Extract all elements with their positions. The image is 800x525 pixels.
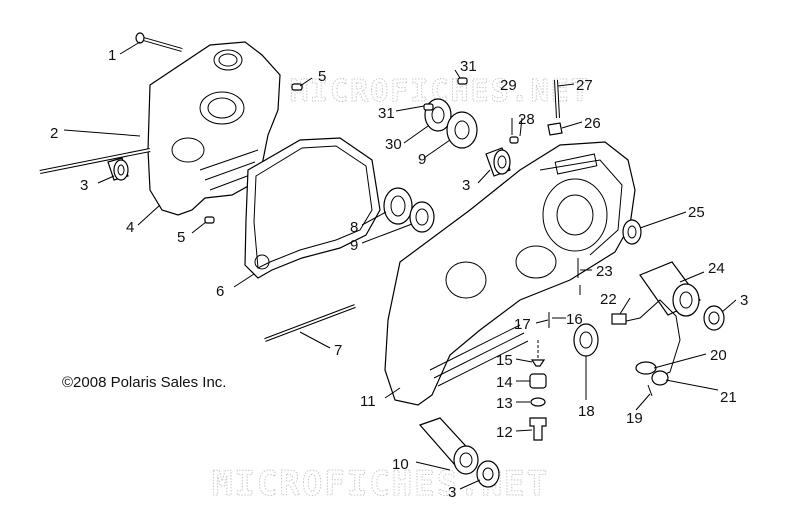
bushing-3-bottom — [476, 460, 500, 488]
bushing-3-right — [703, 305, 725, 331]
leader-lines — [63, 41, 737, 490]
sensor-22 — [611, 313, 627, 325]
callout-31-left: 31 — [378, 105, 395, 122]
left-crankcase-cover — [147, 41, 281, 216]
bushing-24 — [639, 261, 701, 317]
callout-20: 20 — [710, 347, 727, 364]
copyright-notice: ©2008 Polaris Sales Inc. — [62, 374, 227, 391]
callout-23: 23 — [596, 263, 613, 280]
fitting-28 — [509, 136, 519, 144]
pin-5-top — [291, 83, 303, 91]
bushing-10 — [418, 417, 479, 475]
bearing-8 — [383, 187, 413, 225]
callout-15: 15 — [496, 352, 513, 369]
callout-19: 19 — [626, 410, 643, 427]
callout-10: 10 — [392, 456, 409, 473]
bearing-9-top — [446, 111, 478, 149]
callout-12: 12 — [496, 424, 513, 441]
callout-30: 30 — [385, 136, 402, 153]
dowel-pin-2 — [39, 148, 151, 174]
screw-19 — [647, 384, 653, 397]
callout-8: 8 — [350, 219, 358, 236]
callout-3-middle: 3 — [462, 177, 470, 194]
ball-15 — [530, 359, 546, 367]
callout-24: 24 — [708, 260, 725, 277]
breather-assembly — [611, 299, 681, 397]
callout-5-bottom: 5 — [177, 229, 185, 246]
bushing-3-left — [107, 157, 129, 181]
callout-14: 14 — [496, 374, 513, 391]
callout-4: 4 — [126, 219, 134, 236]
callout-9-middle: 9 — [350, 237, 358, 254]
callout-27: 27 — [576, 77, 593, 94]
callout-1: 1 — [108, 47, 116, 64]
callout-17: 17 — [514, 316, 531, 333]
callout-5-top: 5 — [318, 68, 326, 85]
spring-14 — [529, 373, 547, 389]
callout-31-top: 31 — [460, 58, 477, 75]
callout-2: 2 — [50, 125, 58, 142]
seal-25 — [622, 219, 642, 245]
callout-28: 28 — [518, 111, 535, 128]
rod-7 — [264, 304, 356, 342]
pin-5-bottom — [204, 216, 215, 224]
gasket-6 — [244, 137, 381, 279]
nut-26 — [547, 122, 563, 136]
callout-22: 22 — [600, 291, 617, 308]
callout-6: 6 — [216, 283, 224, 300]
callout-26: 26 — [584, 115, 601, 132]
washer-13 — [530, 397, 546, 407]
callout-labels: 1 2 3 4 5 5 6 7 8 9 9 3 10 3 11 12 13 14… — [50, 47, 748, 501]
plug-12 — [529, 417, 547, 441]
bushing-3-middle — [485, 147, 511, 177]
callout-16: 16 — [566, 311, 583, 328]
drain-stack — [529, 340, 547, 441]
callout-3-left: 3 — [80, 177, 88, 194]
bearing-9-middle — [409, 201, 435, 233]
callout-25: 25 — [688, 204, 705, 221]
callout-29: 29 — [500, 77, 517, 94]
callout-11: 11 — [360, 393, 376, 410]
bolt-1 — [135, 32, 183, 52]
pin-31-left — [423, 103, 434, 111]
callout-3-right: 3 — [740, 292, 748, 309]
callout-9-top: 9 — [418, 151, 426, 168]
o-ring-20 — [635, 361, 657, 375]
callout-7: 7 — [334, 342, 342, 359]
callout-3-bottom: 3 — [448, 484, 456, 501]
callout-18: 18 — [578, 403, 595, 420]
callout-13: 13 — [496, 395, 513, 412]
callout-21: 21 — [720, 389, 737, 406]
pin-31-top — [457, 77, 468, 85]
seal-18 — [573, 323, 599, 357]
pin-27 — [554, 79, 560, 119]
right-crankcase-half — [384, 141, 636, 406]
cap-21 — [651, 370, 669, 386]
